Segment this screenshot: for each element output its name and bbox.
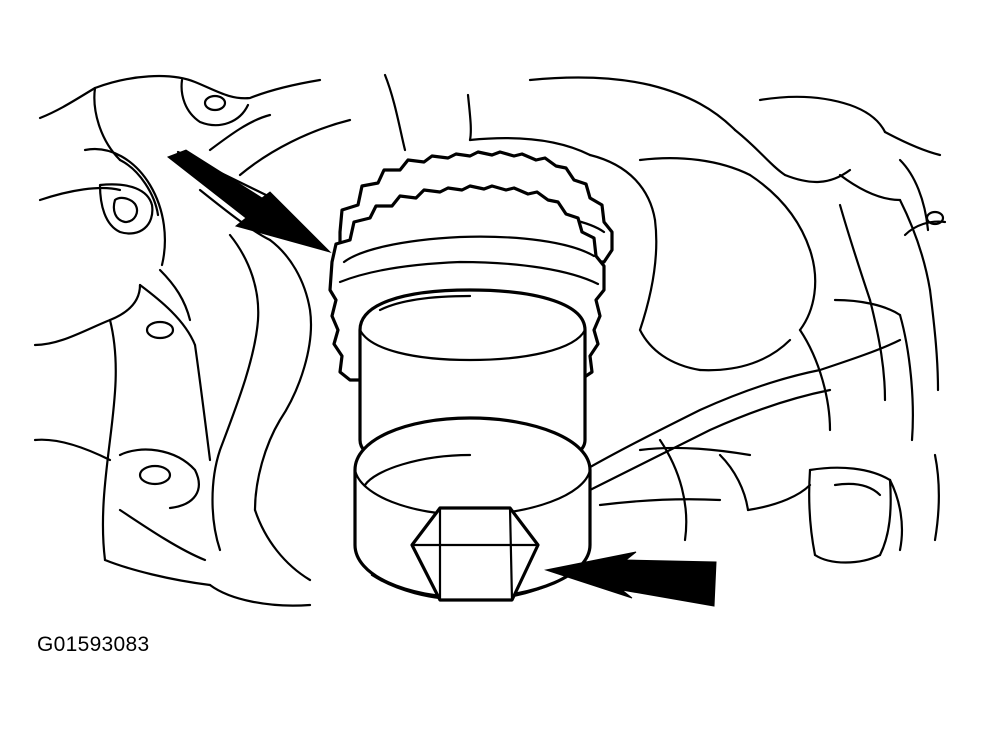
figure-id-label: G01593083	[37, 633, 150, 656]
engine-housing-outline	[33, 73, 947, 607]
hex-bolt	[410, 506, 540, 602]
lower-pointer-arrow-icon	[544, 551, 717, 607]
upper-pointer-arrow-icon	[166, 149, 332, 253]
